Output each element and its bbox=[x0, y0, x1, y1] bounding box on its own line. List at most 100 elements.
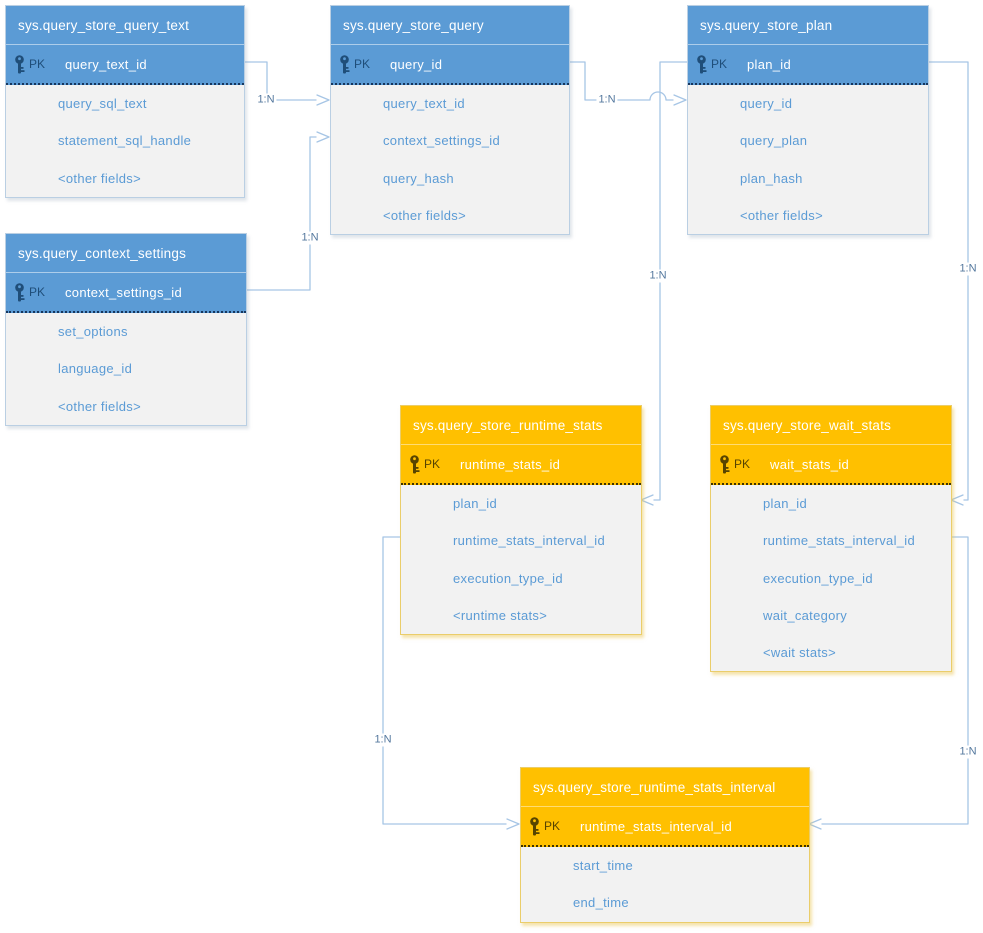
field-row: <other fields> bbox=[58, 170, 141, 186]
relationship-label[interactable]: 1:N bbox=[255, 93, 277, 107]
field-row: <other fields> bbox=[740, 208, 823, 224]
field-list: plan_id runtime_stats_interval_id execut… bbox=[401, 485, 641, 634]
field-row: plan_id bbox=[763, 496, 808, 512]
table-title-bar: sys.query_store_runtime_stats_interval bbox=[521, 768, 809, 807]
pk-field-name: query_text_id bbox=[65, 56, 147, 72]
field-row: language_id bbox=[58, 361, 133, 377]
field-row: start_time bbox=[573, 858, 634, 874]
field-row: query_hash bbox=[383, 170, 454, 186]
pk-field-name: plan_id bbox=[747, 56, 792, 72]
connector-querytext-to-query[interactable] bbox=[242, 61, 317, 101]
pk-row: PK context_settings_id bbox=[6, 273, 246, 313]
table-title-bar: sys.query_store_query_text bbox=[6, 6, 244, 45]
key-icon bbox=[529, 816, 544, 836]
field-list: query_id query_plan plan_hash <other fie… bbox=[688, 85, 928, 234]
field-row: plan_hash bbox=[740, 170, 803, 186]
pk-field-name: runtime_stats_interval_id bbox=[580, 818, 733, 834]
connector-runtimestats-to-interval-arrow bbox=[506, 818, 520, 830]
table-title: sys.query_context_settings bbox=[18, 245, 187, 261]
table-title-bar: sys.query_store_wait_stats bbox=[711, 406, 951, 445]
connector-contextsettings-to-query[interactable] bbox=[244, 136, 317, 291]
field-row: query_sql_text bbox=[58, 96, 147, 112]
table-title: sys.query_store_wait_stats bbox=[723, 417, 892, 433]
table-title: sys.query_store_query_text bbox=[18, 17, 190, 33]
field-row: <wait stats> bbox=[763, 645, 836, 661]
pk-row: PK runtime_stats_id bbox=[401, 445, 641, 485]
pk-label: PK bbox=[734, 457, 751, 471]
table-title-bar: sys.query_store_query bbox=[331, 6, 569, 45]
relationship-label[interactable]: 1:N bbox=[647, 269, 669, 283]
relationship-label[interactable]: 1:N bbox=[957, 745, 979, 759]
connector-waitstats-to-interval-arrow bbox=[808, 818, 822, 830]
key-icon bbox=[339, 54, 354, 74]
table-title: sys.query_store_runtime_stats bbox=[413, 417, 603, 433]
table-title: sys.query_store_runtime_stats_interval bbox=[533, 779, 776, 795]
pk-label: PK bbox=[354, 57, 371, 71]
pk-field-name: runtime_stats_id bbox=[460, 456, 561, 472]
connector-plan-to-waitstats[interactable] bbox=[926, 61, 969, 501]
pk-row: PK plan_id bbox=[688, 45, 928, 85]
field-row: statement_sql_handle bbox=[58, 133, 192, 149]
table-title: sys.query_store_query bbox=[343, 17, 484, 33]
connector-query-to-plan[interactable] bbox=[567, 61, 674, 101]
pk-row: PK runtime_stats_interval_id bbox=[521, 807, 809, 847]
field-row: query_id bbox=[740, 96, 793, 112]
field-row: wait_category bbox=[763, 608, 848, 624]
key-icon bbox=[14, 54, 29, 74]
pk-row: PK query_id bbox=[331, 45, 569, 85]
field-row: execution_type_id bbox=[763, 570, 873, 586]
field-row: execution_type_id bbox=[453, 570, 563, 586]
relationship-label[interactable]: 1:N bbox=[596, 93, 618, 107]
pk-label: PK bbox=[29, 285, 46, 299]
entity-query-store-runtime-stats[interactable]: sys.query_store_runtime_stats PK runtime… bbox=[400, 405, 642, 636]
field-row: query_plan bbox=[740, 133, 808, 149]
relationship-label[interactable]: 1:N bbox=[372, 733, 394, 747]
relationship-label[interactable]: 1:N bbox=[957, 262, 979, 276]
entity-query-context-settings[interactable]: sys.query_context_settings PK context_se… bbox=[5, 233, 247, 426]
field-list: query_sql_text statement_sql_handle <oth… bbox=[6, 85, 244, 197]
entity-query-store-wait-stats[interactable]: sys.query_store_wait_stats PK wait_stats… bbox=[710, 405, 952, 673]
connector-waitstats-to-interval[interactable] bbox=[821, 536, 969, 825]
table-title-bar: sys.query_store_runtime_stats bbox=[401, 406, 641, 445]
entity-query-store-query[interactable]: sys.query_store_query PK query_id query_… bbox=[330, 5, 570, 236]
field-row: query_text_id bbox=[383, 96, 465, 112]
entity-query-store-plan[interactable]: sys.query_store_plan PK plan_id query_id… bbox=[687, 5, 929, 236]
table-title-bar: sys.query_store_plan bbox=[688, 6, 928, 45]
connector-contextsettings-to-query-arrow bbox=[316, 131, 330, 143]
relationship-label[interactable]: 1:N bbox=[299, 231, 321, 245]
pk-field-name: query_id bbox=[390, 56, 443, 72]
pk-label: PK bbox=[29, 57, 46, 71]
connector-querytext-to-query-arrow bbox=[316, 94, 330, 106]
pk-label: PK bbox=[544, 819, 561, 833]
pk-field-name: context_settings_id bbox=[65, 284, 182, 300]
key-icon bbox=[409, 454, 424, 474]
field-row: set_options bbox=[58, 324, 128, 340]
pk-row: PK query_text_id bbox=[6, 45, 244, 85]
field-list: plan_id runtime_stats_interval_id execut… bbox=[711, 485, 951, 671]
field-row: context_settings_id bbox=[383, 133, 500, 149]
field-row: runtime_stats_interval_id bbox=[453, 533, 606, 549]
connector-runtimestats-to-interval[interactable] bbox=[382, 536, 507, 825]
table-title: sys.query_store_plan bbox=[700, 17, 833, 33]
connector-query-to-plan-arrow bbox=[673, 94, 687, 106]
field-row: <other fields> bbox=[58, 398, 141, 414]
connector-plan-to-runtimestats-arrow bbox=[640, 494, 654, 506]
field-list: set_options language_id <other fields> bbox=[6, 313, 246, 425]
key-icon bbox=[696, 54, 711, 74]
pk-row: PK wait_stats_id bbox=[711, 445, 951, 485]
key-icon bbox=[719, 454, 734, 474]
field-row: <runtime stats> bbox=[453, 608, 548, 624]
field-list: query_text_id context_settings_id query_… bbox=[331, 85, 569, 234]
field-row: <other fields> bbox=[383, 208, 466, 224]
entity-query-store-query-text[interactable]: sys.query_store_query_text PK query_text… bbox=[5, 5, 245, 198]
key-icon bbox=[14, 282, 29, 302]
pk-label: PK bbox=[424, 457, 441, 471]
field-row: end_time bbox=[573, 895, 629, 911]
field-list: start_time end_time bbox=[521, 847, 809, 922]
connector-plan-to-waitstats-arrow bbox=[950, 494, 964, 506]
field-row: plan_id bbox=[453, 496, 498, 512]
entity-query-store-runtime-stats-interval[interactable]: sys.query_store_runtime_stats_interval P… bbox=[520, 767, 810, 923]
pk-label: PK bbox=[711, 57, 728, 71]
field-row: runtime_stats_interval_id bbox=[763, 533, 916, 549]
